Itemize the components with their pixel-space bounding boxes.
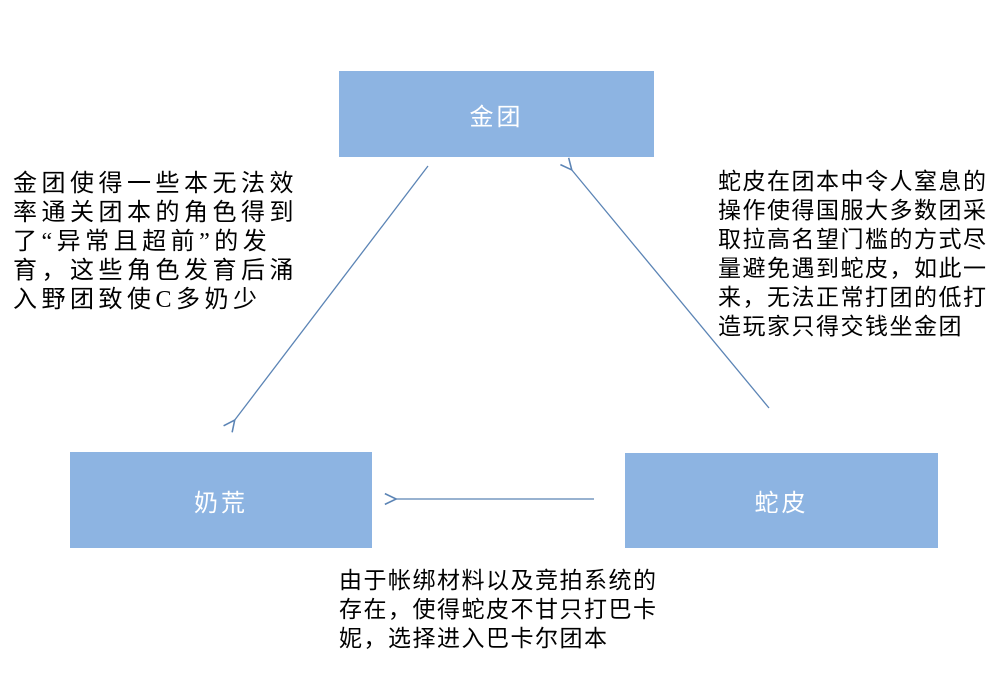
node-healer-shortage-label: 奶荒 (194, 490, 248, 517)
annotation-left-note: 金团使得一些本无法效率通关团本的角色得到了“异常且超前”的发育，这些角色发育后涌… (13, 171, 298, 313)
node-gold-team: 金团 (339, 71, 654, 157)
node-healer-shortage: 奶荒 (70, 452, 372, 548)
node-snake-skin: 蛇皮 (625, 453, 938, 548)
node-gold-team-label: 金团 (469, 104, 524, 131)
annotation-right-note: 蛇皮在团本中令人窒息的操作使得国服大多数团采取拉高名望门槛的方式尽量避免遇到蛇皮… (718, 169, 988, 339)
annotation-bottom-note: 由于帐绑材料以及竞拍系统的存在，使得蛇皮不甘只打巴卡妮，选择进入巴卡尔团本 (339, 568, 658, 651)
node-snake-skin-label: 蛇皮 (754, 491, 809, 517)
